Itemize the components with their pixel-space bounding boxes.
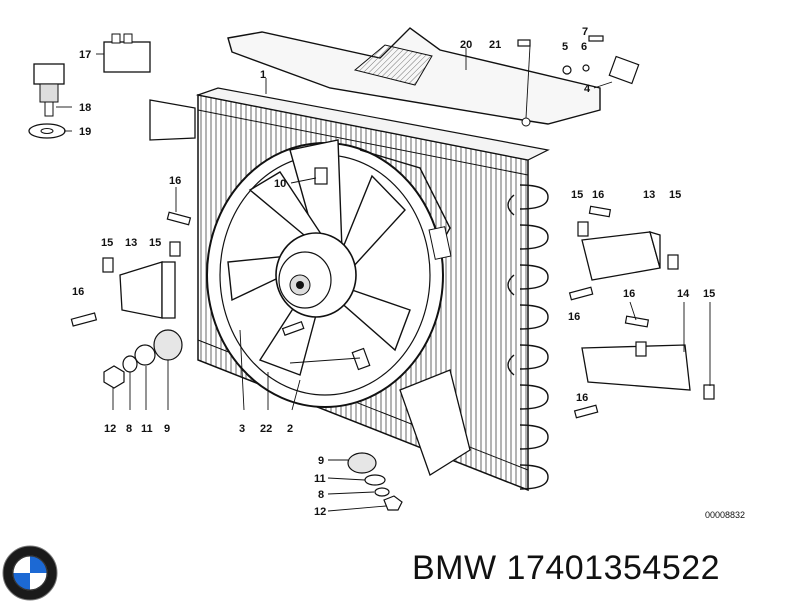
callout-4: 4	[584, 83, 591, 95]
part-number-label: 17401354522	[506, 549, 721, 587]
leader-lines	[56, 45, 711, 512]
callout-15: 15	[101, 237, 113, 249]
condenser-pipes	[507, 184, 549, 490]
callout-3: 3	[239, 423, 245, 435]
callout-12: 12	[314, 506, 326, 518]
callout-15: 15	[703, 288, 715, 300]
callout-18: 18	[79, 102, 91, 114]
callout-16: 16	[576, 392, 588, 404]
fasteners	[70, 35, 715, 511]
washer-19	[28, 123, 66, 139]
callout-5: 5	[562, 41, 568, 53]
callouts: 1 20 21 5 6 7 4 17 18 19 16 10 15 13 16 …	[72, 26, 745, 520]
callout-15: 15	[669, 189, 681, 201]
part-caption: BMW 17401354522	[412, 549, 720, 588]
callout-13: 13	[125, 237, 137, 249]
callout-1: 1	[260, 69, 266, 81]
callout-16: 16	[72, 286, 84, 298]
mounting-brackets	[119, 99, 691, 476]
callout-11: 11	[314, 473, 326, 485]
callout-6: 6	[581, 41, 587, 53]
callout-16: 16	[568, 311, 580, 323]
temperature-switch-18	[33, 63, 65, 117]
callout-9: 9	[318, 455, 324, 467]
callout-14: 14	[677, 288, 690, 300]
callout-20: 20	[460, 39, 472, 51]
callout-8: 8	[318, 489, 324, 501]
fan-motor	[275, 232, 357, 318]
callout-2: 2	[287, 423, 293, 435]
callout-13: 13	[643, 189, 655, 201]
callout-11: 11	[141, 423, 153, 435]
callout-15: 15	[571, 189, 583, 201]
reference-code: 00008832	[705, 510, 745, 520]
callout-10: 10	[274, 178, 286, 190]
callout-12: 12	[104, 423, 116, 435]
callout-8: 8	[126, 423, 132, 435]
relay-17	[103, 33, 151, 73]
callout-17: 17	[79, 49, 91, 61]
callout-16: 16	[592, 189, 604, 201]
callout-9: 9	[164, 423, 170, 435]
callout-16: 16	[169, 175, 181, 187]
callout-15: 15	[149, 237, 161, 249]
brand-label: BMW	[412, 549, 497, 587]
callout-7: 7	[582, 26, 588, 38]
bmw-logo	[2, 545, 58, 601]
top-cover-panel	[227, 27, 601, 127]
callout-21: 21	[489, 39, 501, 51]
callout-19: 19	[79, 126, 91, 138]
callout-22: 22	[260, 423, 272, 435]
callout-16: 16	[623, 288, 635, 300]
